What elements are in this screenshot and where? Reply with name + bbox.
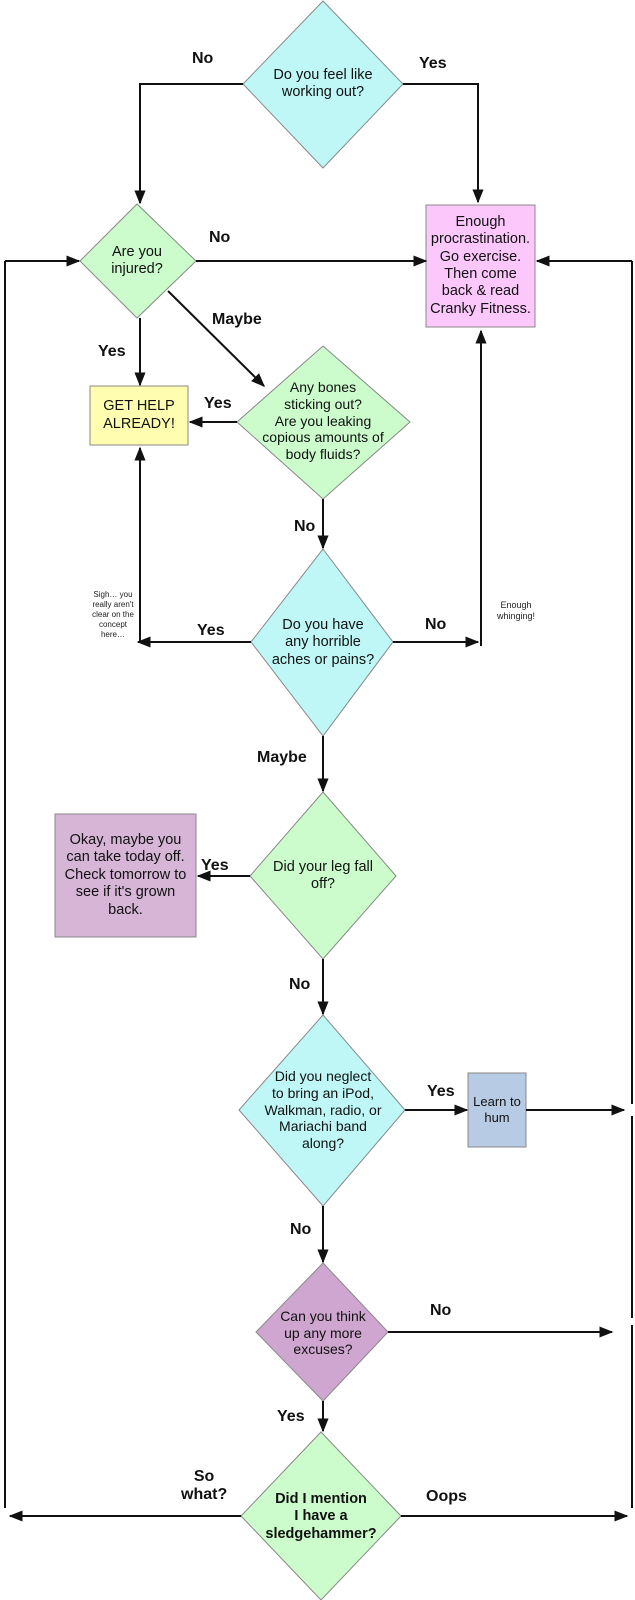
node-procrastination-text: Enough procrastination. Go exercise. The… (430, 213, 531, 317)
node-get-help-box (89, 385, 189, 446)
label-aches-no: No (425, 616, 447, 633)
label-bones-yes: Yes (204, 395, 232, 412)
label-sledge-sowhat: So what? (181, 1468, 228, 1504)
label-leg-no: No (289, 976, 311, 993)
label-feel-no: No (192, 50, 214, 67)
label-aches-yes: Yes (197, 622, 225, 639)
node-ipod-text: Did you neglect to bring an iPod, Walkma… (264, 1068, 382, 1152)
label-ipod-yes: Yes (427, 1083, 455, 1100)
edge-injured-maybe (167, 290, 265, 387)
label-excuses-no: No (430, 1302, 452, 1319)
label-bones-no: No (294, 518, 316, 535)
label-excuses-yes: Yes (277, 1408, 305, 1425)
node-hum-box (467, 1072, 527, 1148)
edge-feel-no (134, 83, 243, 205)
node-injured-text: Are you injured? (111, 243, 163, 277)
node-bones-text: Any bones sticking out? Are you leaking … (262, 379, 384, 463)
node-excuses-text: Can you think up any more excuses? (280, 1307, 366, 1358)
label-aches-maybe: Maybe (257, 749, 307, 766)
node-leg-text: Did your leg fall off? (273, 858, 373, 892)
label-leg-yes: Yes (201, 857, 229, 874)
label-feel-yes: Yes (419, 55, 447, 72)
node-aches-text: Do you have any horrible aches or pains? (271, 616, 375, 668)
node-procrastination-box (425, 204, 536, 328)
node-feel-like-text: Do you feel like working out? (273, 66, 373, 100)
label-injured-no: No (209, 229, 231, 246)
note-whinging: Enough whinging! (496, 600, 536, 622)
node-hum-text: Learn to hum (473, 1094, 521, 1125)
node-injured-diamond (79, 203, 197, 319)
label-sledge-oops: Oops (426, 1488, 467, 1505)
node-day-off-text: Okay, maybe you can take today off. Chec… (64, 832, 187, 918)
node-get-help-text: GET HELP ALREADY! (103, 398, 175, 432)
note-sigh: Sigh… you really aren't clear on the con… (92, 590, 134, 639)
node-feel-like-diamond (242, 0, 404, 169)
label-injured-maybe: Maybe (212, 311, 262, 328)
label-ipod-no: No (290, 1221, 312, 1238)
node-sledgehammer-diamond (240, 1431, 402, 1600)
edge-feel-yes (403, 83, 484, 204)
node-sledgehammer-text: Did I mention I have a sledgehammer? (265, 1490, 377, 1542)
node-day-off-box (54, 813, 197, 938)
label-injured-yes: Yes (98, 343, 126, 360)
